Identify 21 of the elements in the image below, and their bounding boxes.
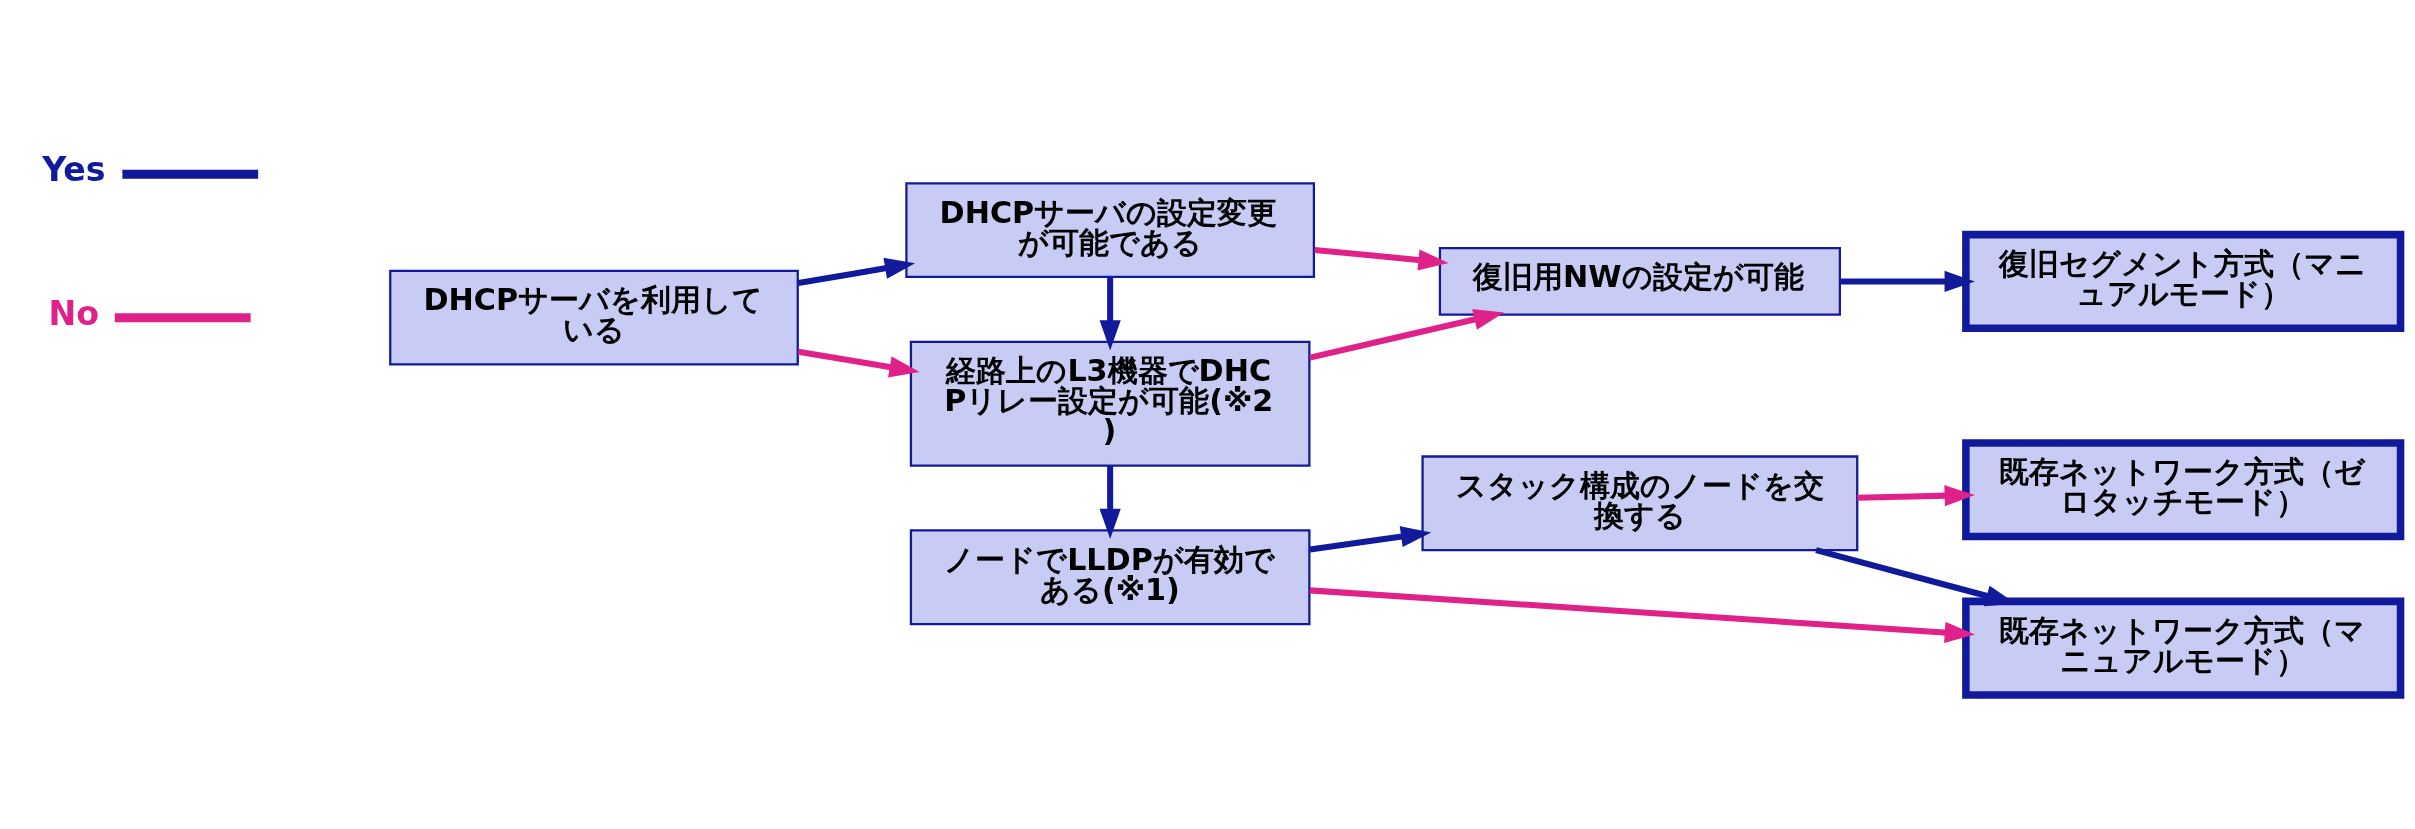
arrow: [1857, 484, 1975, 506]
node-box: スタック構成のノードを交換する: [1421, 454, 1859, 551]
node-box: 既存ネットワーク方式（ゼロタッチモード）: [1962, 438, 2405, 540]
legend-label: No: [48, 293, 99, 333]
arrow: [1309, 525, 1432, 552]
arrow: [1314, 246, 1449, 271]
node-box: DHCPサーバの設定変更が可能である: [905, 181, 1316, 278]
arrow: [1309, 308, 1505, 361]
arrow: [797, 348, 920, 377]
node-box: 復旧用NWの設定が可能: [1438, 246, 1841, 316]
node-box: 復旧セグメント方式（マニュアルモード）: [1962, 230, 2405, 332]
node-box: 経路上のL3機器でDHCPリレー設定が可能(※2): [909, 340, 1311, 467]
arrow: [1839, 270, 1975, 292]
arrow: [1309, 586, 1975, 643]
node-box: 既存ネットワーク方式（マニュアルモード）: [1962, 597, 2405, 699]
node-box: ノードでLLDPが有効である(※1): [909, 528, 1311, 625]
arrow: [1099, 276, 1121, 350]
legend-label: Yes: [42, 149, 106, 189]
arrow: [797, 257, 916, 286]
arrow: [1099, 465, 1121, 539]
node-box: DHCPサーバを利用している: [389, 269, 799, 366]
